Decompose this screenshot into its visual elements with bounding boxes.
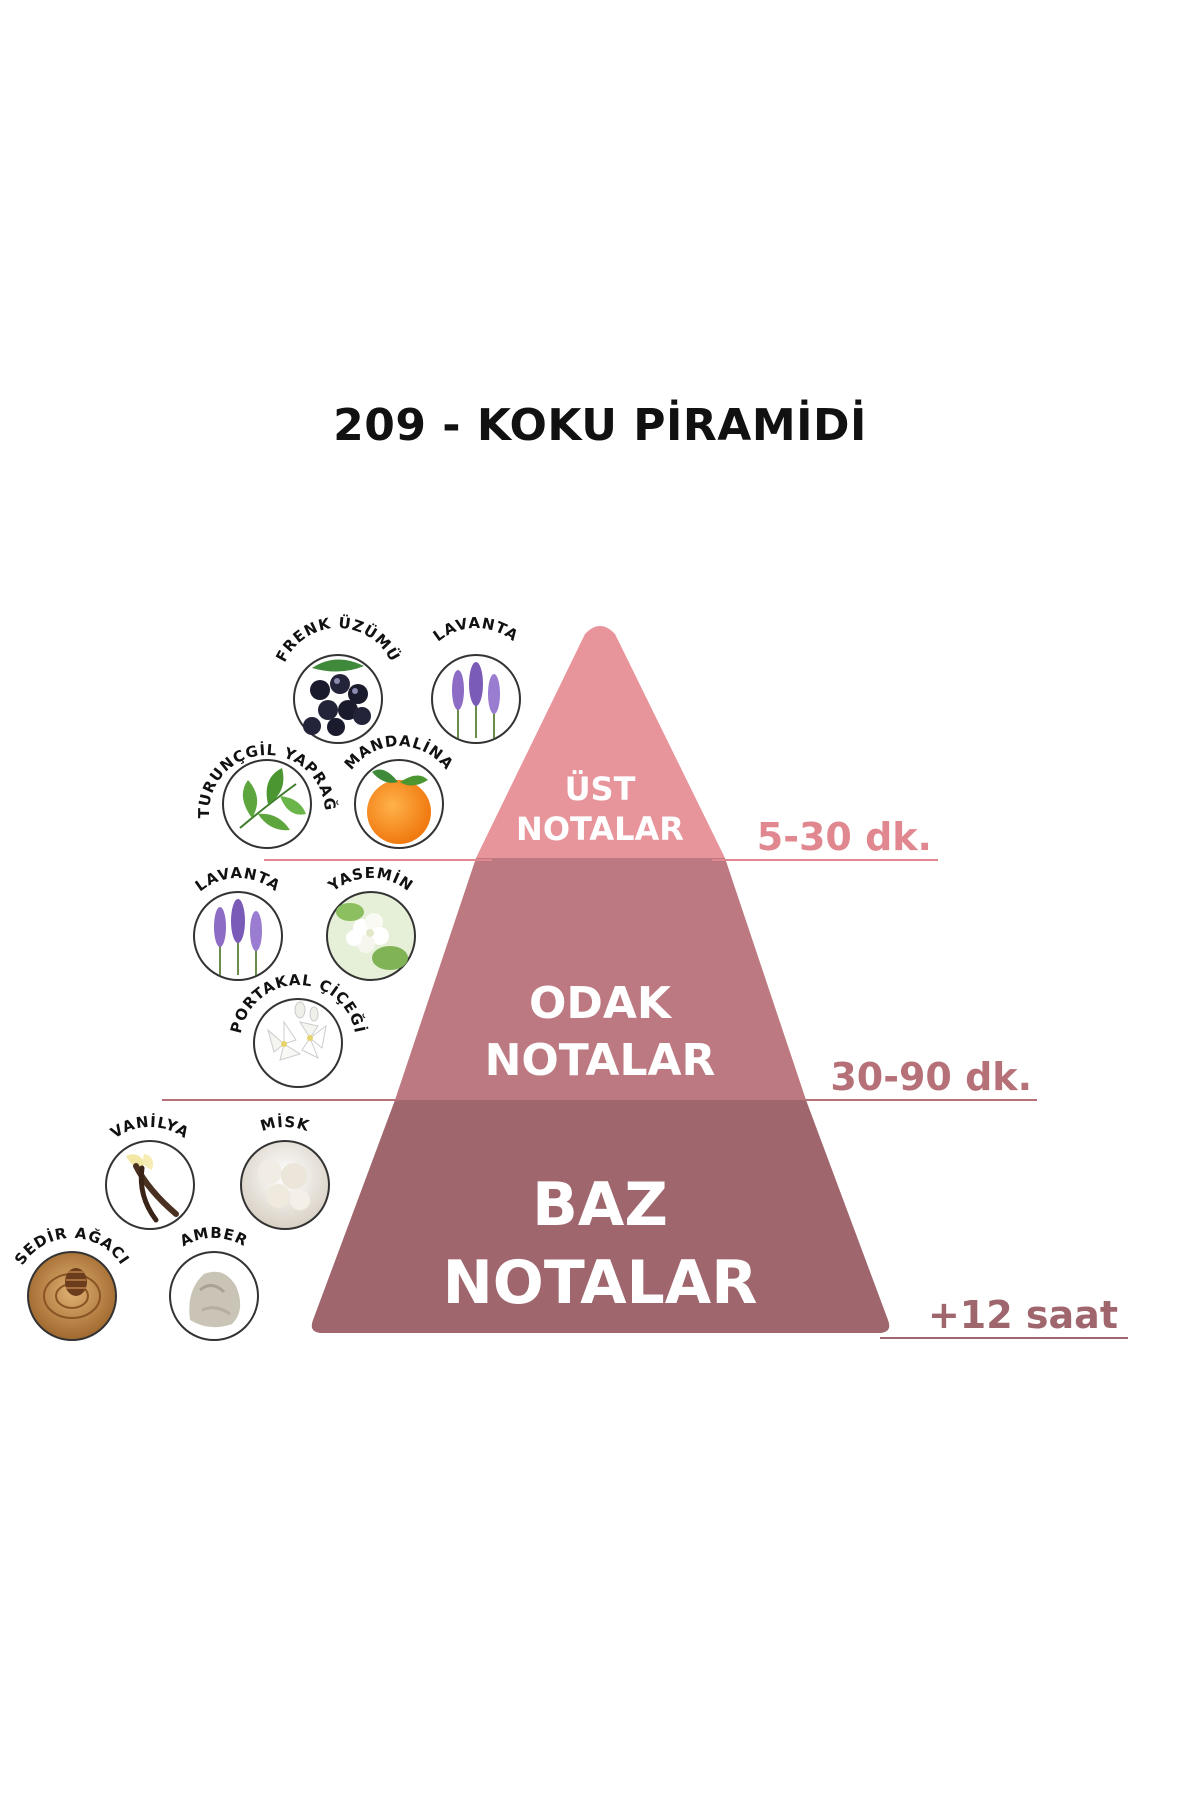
note-lavender-top: LAVANTA <box>430 614 522 744</box>
orange-blossom-icon <box>253 998 343 1088</box>
top-duration: 5-30 dk. <box>757 815 932 859</box>
vanilla-icon <box>105 1140 195 1230</box>
note-mandarin: MANDALİNA <box>341 732 456 849</box>
note-cedarwood: SEDİR AĞACI <box>11 1224 132 1341</box>
note-vanilla: VANİLYA <box>105 1112 195 1230</box>
middle-notes-tier <box>395 858 806 1100</box>
mandarin-icon <box>354 759 444 849</box>
middle-tier-label-line2: NOTALAR <box>485 1035 716 1086</box>
top-tier-label-line2: NOTALAR <box>516 810 684 848</box>
jasmine-icon <box>326 891 416 981</box>
note-amber: AMBER <box>169 1224 259 1341</box>
note-label-lavender-middle: LAVANTA <box>192 864 284 895</box>
page-title: 209 - KOKU PİRAMİDİ <box>333 400 867 451</box>
note-citrus-leaf: TURUNÇGİL YAPRAĞI <box>0 0 340 849</box>
middle-duration: 30-90 dk. <box>830 1055 1032 1099</box>
middle-tier-label-line1: ODAK <box>529 978 673 1029</box>
note-label-jasmine: YASEMİN <box>324 864 417 896</box>
musk-icon <box>240 1140 330 1230</box>
note-musk: MİSK <box>240 1112 330 1230</box>
note-lavender-middle: LAVANTA <box>192 864 284 981</box>
base-tier-label-line1: BAZ <box>532 1170 668 1240</box>
note-blackcurrant: FRENK ÜZÜMÜ <box>272 613 404 744</box>
note-label-citrus-leaf: TURUNÇGİL YAPRAĞI <box>0 0 340 818</box>
note-label-musk: MİSK <box>258 1112 312 1135</box>
note-label-lavender-top: LAVANTA <box>430 614 522 645</box>
note-jasmine: YASEMİN <box>324 864 417 981</box>
top-notes-tier <box>476 626 725 858</box>
lavender-icon <box>431 654 521 744</box>
note-orange-blossom: PORTAKAL ÇİÇEĞİ <box>227 971 369 1088</box>
blackcurrant-icon <box>293 654 383 744</box>
lavender-icon <box>193 891 283 981</box>
top-tier-label-line1: ÜST <box>565 770 636 808</box>
note-label-vanilla: VANİLYA <box>107 1112 192 1142</box>
base-duration: +12 saat <box>928 1293 1118 1337</box>
citrus-leaf-icon <box>222 759 312 849</box>
base-tier-label-line2: NOTALAR <box>443 1248 758 1318</box>
note-label-amber: AMBER <box>177 1224 251 1250</box>
base-notes-tier <box>311 1100 890 1333</box>
amber-icon <box>169 1251 259 1341</box>
cedarwood-icon <box>27 1251 117 1341</box>
